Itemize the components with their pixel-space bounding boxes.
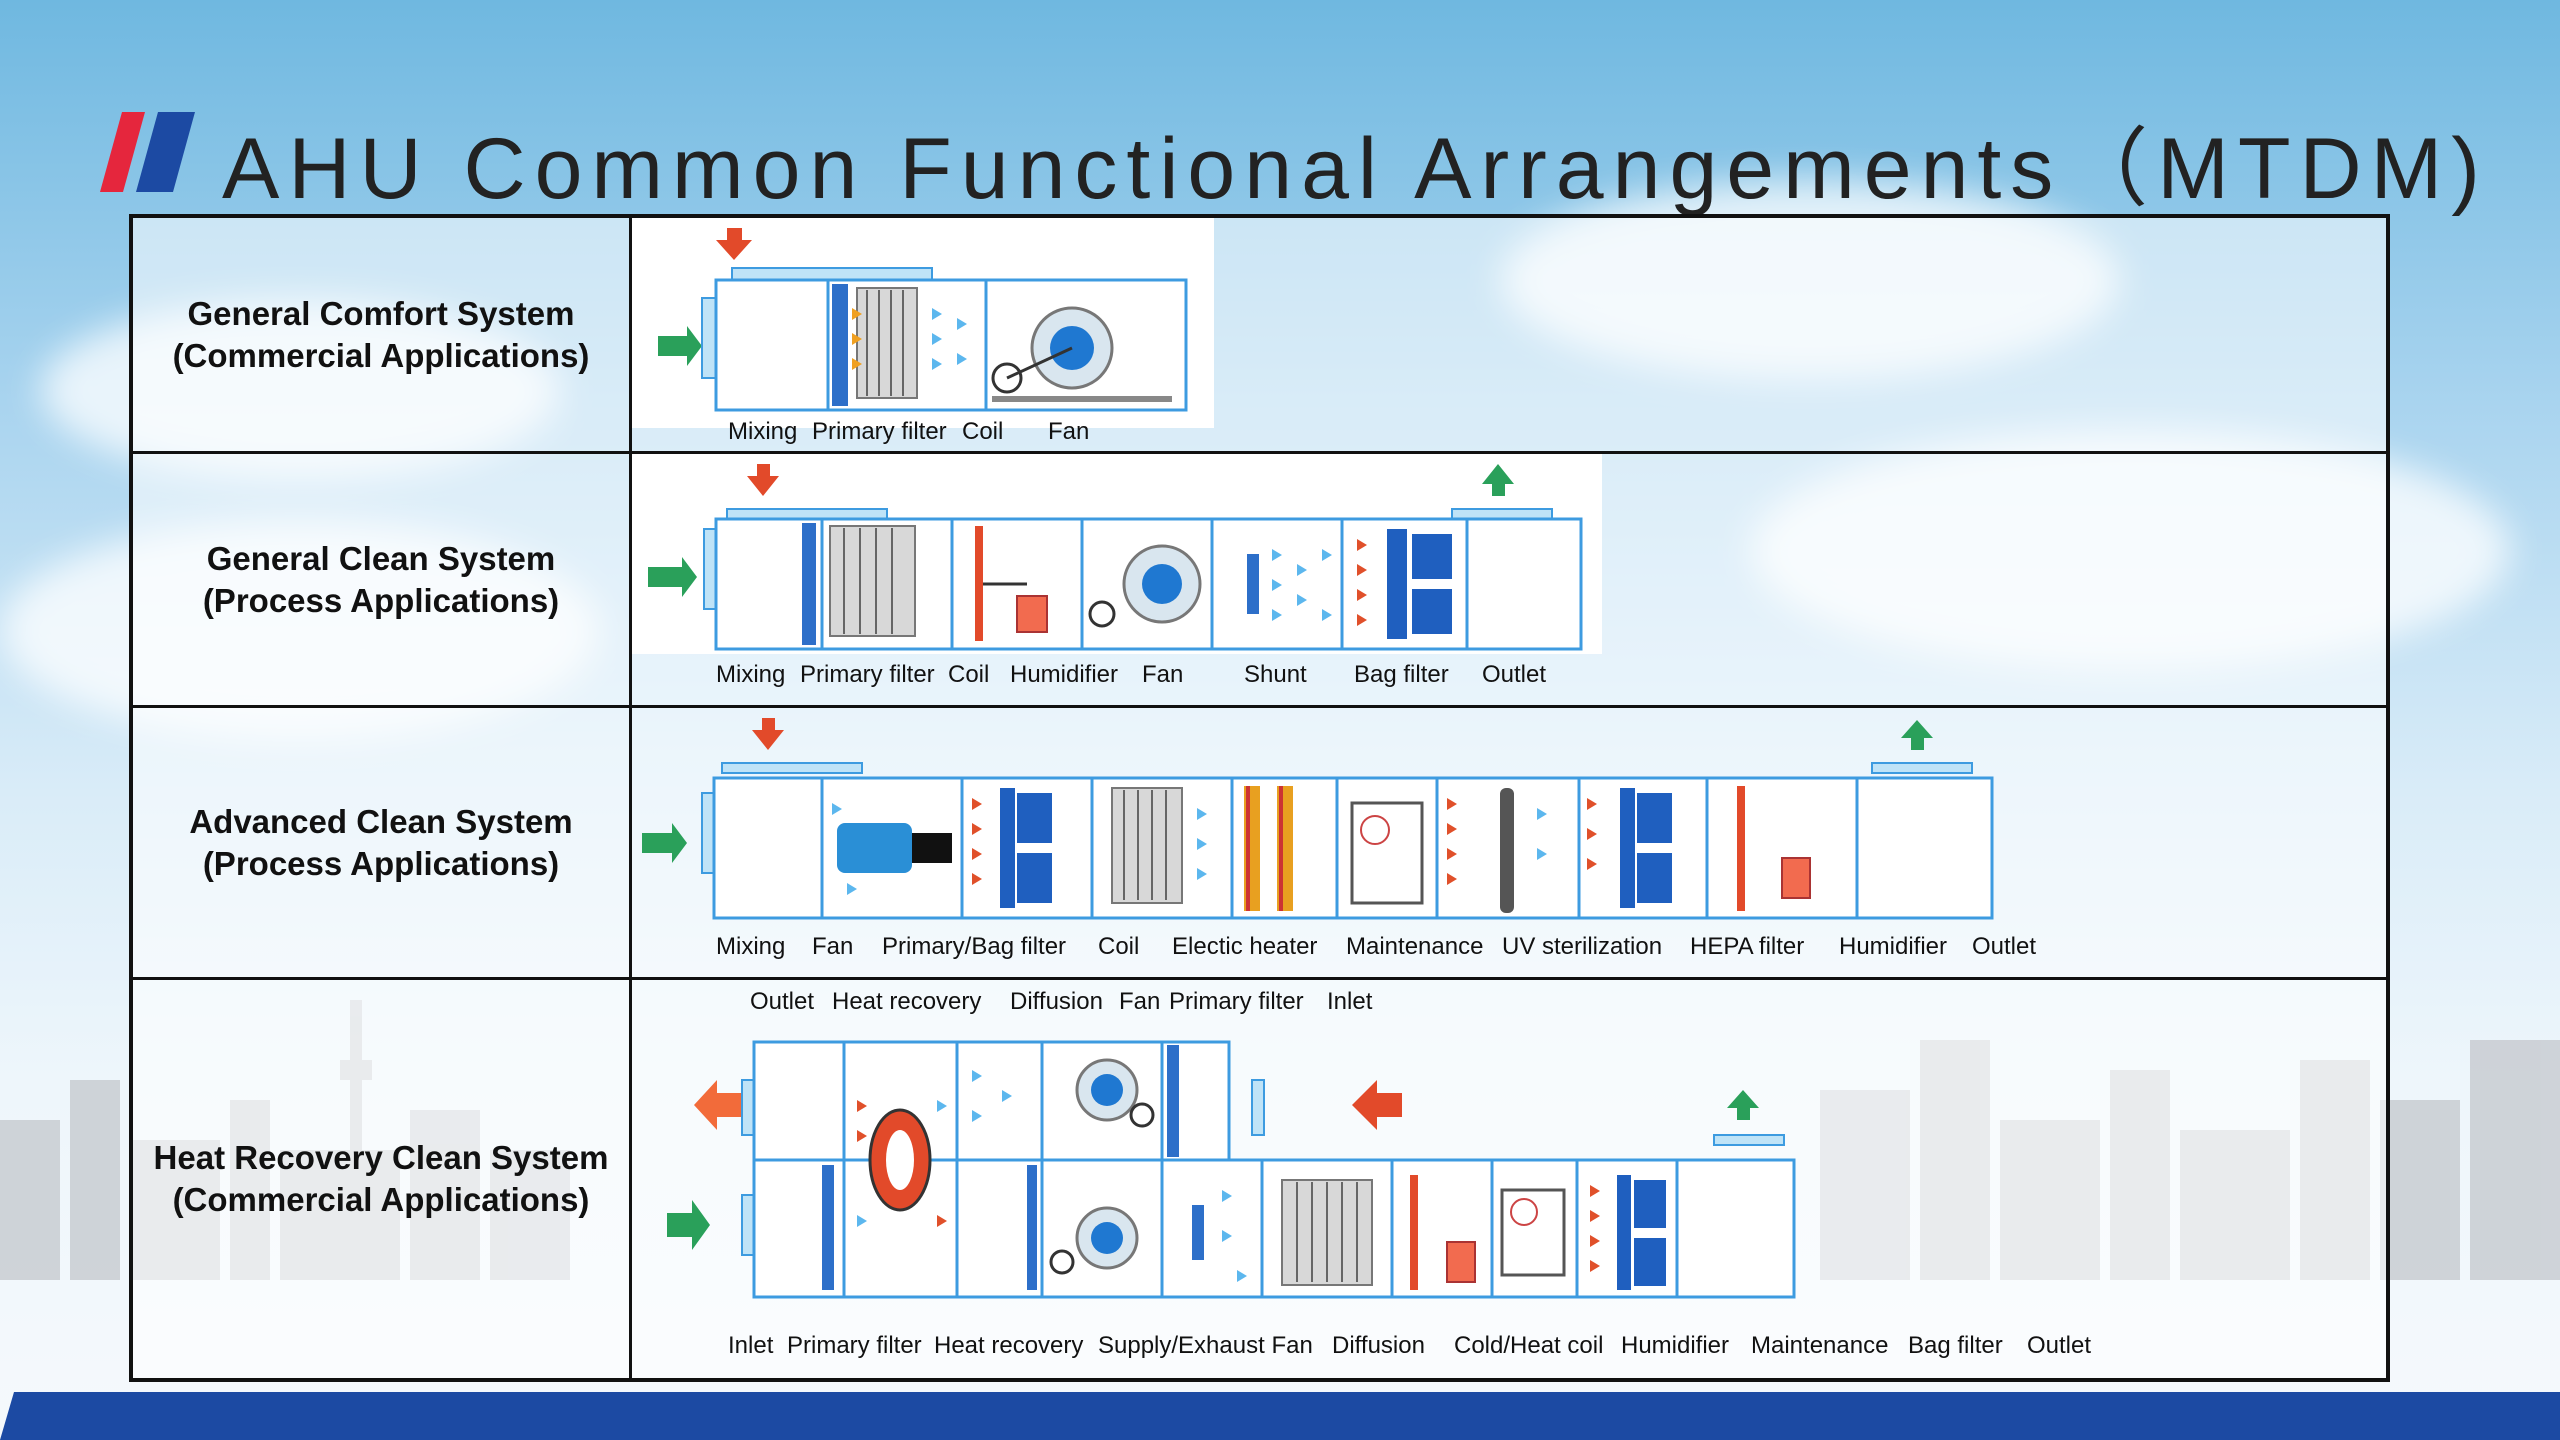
component-label: Inlet: [1327, 988, 1373, 1015]
system-application: (Process Applications): [202, 581, 560, 619]
ahu-diagram-clean: [632, 454, 1602, 654]
component-label: Heat recovery: [832, 988, 982, 1015]
component-label: Primary/Bag filter: [882, 933, 1067, 960]
table-row: Heat Recovery Clean System (Commercial A…: [129, 977, 2390, 1382]
component-label: Mixing: [728, 418, 798, 445]
component-label: Maintenance: [1346, 933, 1484, 960]
system-application: (Process Applications): [202, 844, 560, 882]
component-label: Shunt: [1244, 661, 1307, 688]
system-name-cell: Heat Recovery Clean System (Commercial A…: [129, 977, 632, 1382]
diagram-cell: Mixing Fan Primary/Bag filter Coil Elect…: [629, 705, 2390, 980]
system-name: Heat Recovery Clean System: [153, 1139, 609, 1176]
component-label: Humidifier: [1010, 661, 1119, 688]
component-label: Cold/Heat coil: [1454, 1332, 1604, 1359]
system-name-cell: General Comfort System (Commercial Appli…: [129, 214, 632, 454]
title-logo-mark: [100, 112, 195, 192]
component-label: Fan: [1048, 418, 1090, 445]
component-label: Primary filter: [1169, 988, 1304, 1015]
component-label: Supply/Exhaust Fan: [1098, 1332, 1313, 1359]
system-application: (Commercial Applications): [172, 1181, 590, 1218]
ahu-diagram-heat-recovery: [667, 1040, 1796, 1299]
component-label: Fan: [1142, 661, 1184, 688]
component-label: UV sterilization: [1502, 933, 1663, 960]
component-label: Diffusion: [1332, 1332, 1425, 1359]
footer-bar: [0, 1392, 2560, 1440]
page-title: AHU Common Functional Arrangements（MTDM): [222, 121, 2489, 217]
diagram-cell: Outlet Heat recovery Diffusion Fan Prima…: [629, 977, 2390, 1382]
component-label: Outlet: [1482, 661, 1547, 688]
diagram-cell: Mixing Primary filter Coil Humidifier Fa…: [629, 451, 2390, 708]
component-label: Humidifier: [1839, 933, 1948, 960]
component-label: Coil: [948, 661, 990, 688]
system-name: General Clean System: [206, 539, 556, 577]
component-label: Outlet: [1972, 933, 2037, 960]
component-label: HEPA filter: [1690, 933, 1805, 960]
component-label: Bag filter: [1908, 1332, 2003, 1359]
component-label: Primary filter: [787, 1332, 922, 1359]
ahu-diagram-advanced: [642, 718, 1994, 920]
component-label: Maintenance: [1751, 1332, 1889, 1359]
component-label: Diffusion: [1010, 988, 1103, 1015]
component-label: Primary filter: [800, 661, 935, 688]
component-label: Humidifier: [1621, 1332, 1730, 1359]
component-label: Fan: [812, 933, 854, 960]
system-name: General Comfort System: [187, 294, 575, 332]
component-label: Outlet: [2027, 1332, 2092, 1359]
component-label: Mixing: [716, 933, 786, 960]
component-label: Heat recovery: [934, 1332, 1084, 1359]
component-label: Fan: [1119, 988, 1161, 1015]
diagram-cell: Mixing Primary filter Coil Fan: [629, 214, 2390, 454]
ahu-diagram-comfort: [632, 218, 1214, 428]
component-label: Electic heater: [1172, 933, 1318, 960]
table-row: General Comfort System (Commercial Appli…: [129, 214, 2390, 454]
component-label: Mixing: [716, 661, 786, 688]
system-application: (Commercial Applications): [172, 336, 590, 374]
system-name: Advanced Clean System: [189, 802, 573, 840]
component-label: Outlet: [750, 988, 815, 1015]
system-name-cell: Advanced Clean System (Process Applicati…: [129, 705, 632, 980]
table-row: General Clean System (Process Applicatio…: [129, 451, 2390, 708]
component-label: Primary filter: [812, 418, 947, 445]
table-row: Advanced Clean System (Process Applicati…: [129, 705, 2390, 980]
component-label: Coil: [1098, 933, 1140, 960]
component-label: Bag filter: [1354, 661, 1449, 688]
system-name-cell: General Clean System (Process Applicatio…: [129, 451, 632, 708]
component-label: Coil: [962, 418, 1004, 445]
arrangements-table: General Comfort System (Commercial Appli…: [129, 214, 2390, 1382]
component-label: Inlet: [728, 1332, 774, 1359]
